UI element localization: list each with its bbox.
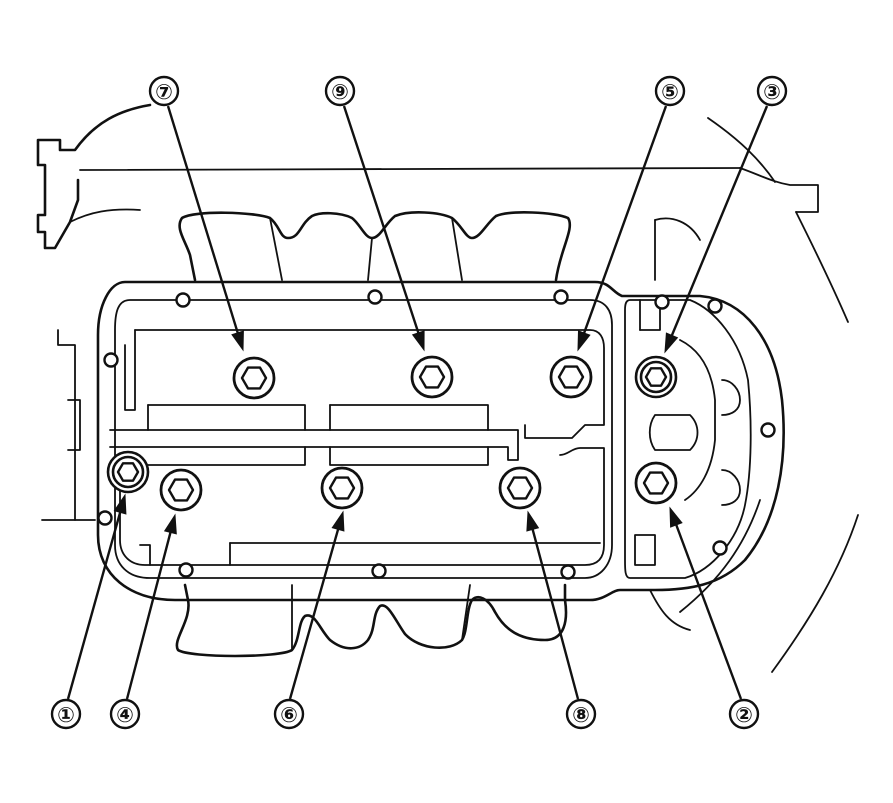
leader-line — [675, 524, 743, 700]
gasket-hole — [371, 563, 387, 579]
arrowhead — [113, 493, 127, 515]
arrowhead — [664, 332, 679, 354]
callout-7: ⑦ — [148, 75, 180, 107]
bolt-6 — [320, 466, 364, 510]
arrowhead — [526, 510, 540, 532]
bolt-9 — [410, 355, 454, 399]
gasket-hole — [175, 292, 191, 308]
leader-5 — [577, 105, 668, 352]
callout-3: ③ — [756, 75, 788, 107]
leader-3 — [664, 105, 769, 354]
callout-label: ⑧ — [572, 703, 590, 727]
leader-7 — [166, 105, 244, 352]
callout-9: ⑨ — [324, 75, 356, 107]
callout-label: ⑤ — [661, 80, 679, 104]
gasket-hole — [760, 422, 776, 438]
gasket-hole — [707, 298, 723, 314]
callout-label: ② — [735, 703, 753, 727]
callout-circle — [654, 75, 686, 107]
gasket-hole — [178, 562, 194, 578]
gasket-hole — [553, 289, 569, 305]
gasket-hole — [560, 564, 576, 580]
leader-line — [166, 105, 239, 334]
leader-line — [288, 528, 340, 700]
leader-8 — [526, 510, 580, 700]
callout-label: ④ — [116, 703, 134, 727]
lower-runners — [175, 583, 691, 658]
bolt-head-hex — [328, 476, 356, 500]
callout-5: ⑤ — [654, 75, 686, 107]
bolt-7 — [232, 356, 276, 400]
leader-4 — [125, 513, 177, 700]
callout-4: ④ — [109, 698, 141, 730]
callout-circle — [109, 698, 141, 730]
leader-line — [125, 532, 172, 700]
arrowhead — [411, 330, 425, 352]
callout-circle — [756, 75, 788, 107]
bolt-2 — [634, 461, 678, 505]
callout-circle — [565, 698, 597, 730]
bolt-head-hex — [642, 471, 670, 495]
bolt-1 — [106, 450, 150, 494]
bolt-head-hex — [116, 462, 140, 482]
callout-1: ① — [50, 698, 82, 730]
bolt-5 — [549, 355, 593, 399]
callout-label: ① — [57, 703, 75, 727]
callout-8: ⑧ — [565, 698, 597, 730]
bolt-3 — [634, 355, 678, 399]
arrowhead — [231, 330, 244, 352]
bolts — [106, 355, 678, 512]
leader-6 — [288, 510, 345, 700]
arrowhead — [577, 330, 591, 352]
callout-circle — [273, 698, 305, 730]
leader-line — [531, 529, 580, 700]
leader-1 — [66, 493, 127, 700]
leader-line — [670, 105, 769, 336]
bolt-head-hex — [240, 366, 268, 390]
cover-plate — [96, 280, 785, 602]
arrowhead — [669, 506, 683, 528]
callout-circle — [728, 698, 760, 730]
upper-runners — [178, 211, 701, 282]
leader-2 — [669, 506, 743, 700]
callout-6: ⑥ — [273, 698, 305, 730]
gasket-hole — [367, 289, 383, 305]
callout-circle — [324, 75, 356, 107]
leader-9 — [342, 105, 425, 352]
bolt-head-hex — [644, 367, 668, 387]
callout-circle — [148, 75, 180, 107]
leader-line — [582, 105, 668, 334]
leader-line — [66, 512, 122, 700]
gasket-holes — [97, 289, 776, 580]
callout-label: ⑥ — [280, 703, 298, 727]
bolt-head-hex — [418, 365, 446, 389]
bolt-head-hex — [506, 476, 534, 500]
gasket-hole — [712, 540, 728, 556]
gasket-hole — [103, 352, 119, 368]
callout-circle — [50, 698, 82, 730]
callout-label: ⑨ — [331, 80, 349, 104]
leader-line — [342, 105, 420, 334]
arrowhead — [331, 510, 345, 532]
callout-label: ⑦ — [155, 80, 173, 104]
arrowhead — [163, 513, 177, 535]
leader-lines — [66, 105, 769, 700]
bolt-head-hex — [557, 365, 585, 389]
gasket-hole — [97, 510, 113, 526]
gasket-hole — [654, 294, 670, 310]
callout-2: ② — [728, 698, 760, 730]
callout-label: ③ — [763, 80, 781, 104]
bolt-4 — [159, 468, 203, 512]
bolt-head-hex — [167, 478, 195, 502]
bolt-8 — [498, 466, 542, 510]
